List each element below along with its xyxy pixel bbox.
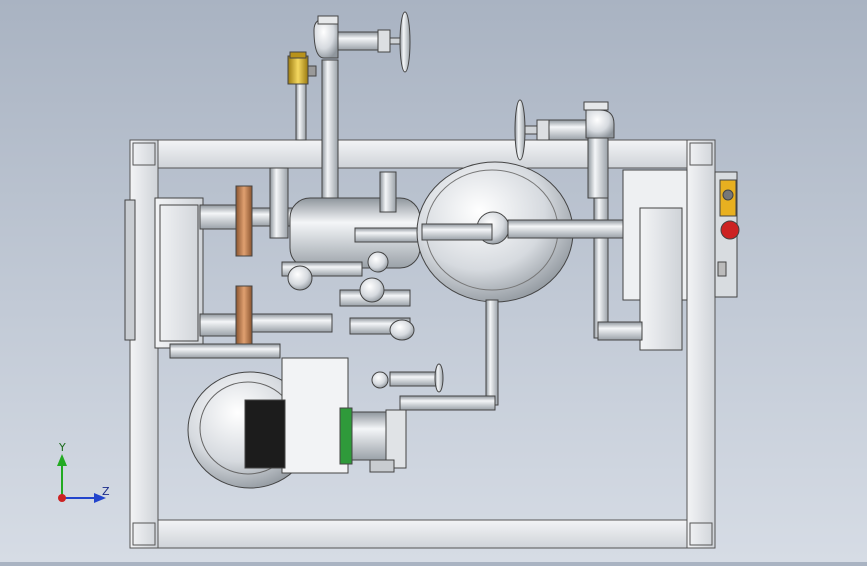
axis-triad: Y Z <box>57 441 110 503</box>
pump <box>187 357 349 489</box>
axis-z-label: Z <box>102 485 110 498</box>
mid-piping <box>169 277 496 411</box>
motor <box>339 407 407 473</box>
axis-y-label: Y <box>58 441 66 454</box>
center-vessel <box>269 167 426 291</box>
tank <box>416 161 639 406</box>
control-panel <box>714 171 740 298</box>
frame <box>129 139 716 549</box>
top-inlet-valve <box>287 11 411 201</box>
heat-exchanger-right <box>597 169 688 351</box>
top-outlet-valve <box>514 99 615 339</box>
